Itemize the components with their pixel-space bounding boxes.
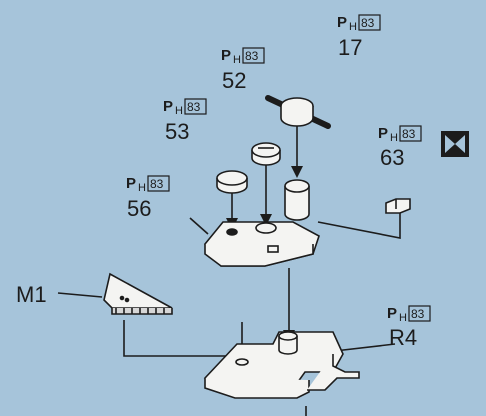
svg-text:63: 63 [380, 145, 404, 170]
part-53-drawing [216, 170, 248, 194]
part-56-drawing [203, 179, 320, 267]
pointer-m1 [57, 292, 103, 298]
label-17: P H 83 17 [337, 14, 381, 60]
label-r4: P H 83 R4 [387, 305, 431, 350]
svg-text:P: P [163, 98, 173, 115]
svg-text:H: H [138, 182, 146, 194]
guide-line-m1 [123, 320, 242, 357]
part-52-drawing [251, 142, 281, 166]
svg-text:P: P [387, 305, 397, 322]
part-r4-drawing [203, 331, 360, 399]
guide-line-63 [317, 210, 401, 239]
svg-text:P: P [337, 14, 347, 31]
svg-text:P: P [126, 175, 136, 192]
part-m1-drawing [103, 272, 173, 315]
label-63: P H 83 63 [378, 125, 422, 170]
svg-text:H: H [399, 312, 407, 324]
svg-text:83: 83 [245, 49, 259, 63]
svg-text:83: 83 [361, 16, 375, 30]
label-52: P H 83 52 [221, 47, 265, 93]
arrow-52-icon [260, 214, 272, 226]
svg-text:H: H [390, 132, 398, 144]
label-56: P H 83 56 [126, 175, 170, 221]
pointer-56 [189, 217, 209, 235]
svg-text:P: P [221, 47, 231, 64]
svg-text:52: 52 [222, 68, 246, 93]
arrow-17-icon [291, 166, 303, 178]
svg-text:83: 83 [150, 177, 164, 191]
svg-text:53: 53 [165, 119, 189, 144]
svg-text:H: H [175, 105, 183, 117]
svg-text:56: 56 [127, 196, 151, 221]
svg-text:83: 83 [187, 100, 201, 114]
svg-text:83: 83 [402, 127, 416, 141]
part-17-drawing [265, 95, 331, 129]
svg-text:P: P [378, 125, 388, 142]
svg-text:H: H [233, 54, 241, 66]
mirror-pair-icon [441, 131, 469, 157]
part-63-drawing [385, 198, 411, 214]
svg-text:17: 17 [338, 35, 362, 60]
svg-text:R4: R4 [389, 325, 417, 350]
svg-text:H: H [349, 21, 357, 33]
label-53: P H 83 53 [163, 98, 207, 144]
label-m1: M1 [16, 282, 47, 307]
svg-text:83: 83 [411, 307, 425, 321]
